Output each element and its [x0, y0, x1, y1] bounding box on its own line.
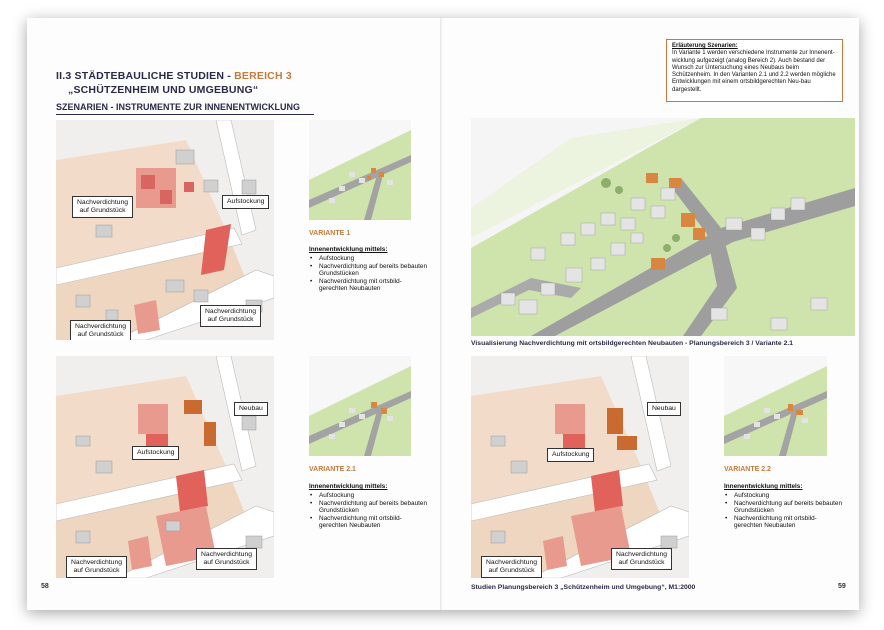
list-item: Nachverdichtung mit ortsbild-gerechten N…	[724, 515, 844, 530]
list-item: Nachverdichtung auf bereits bebauten Gru…	[724, 500, 844, 515]
visualisation-variante-2-1	[471, 118, 855, 336]
explanation-text: In Variante 1 werden verschiedene Instru…	[672, 50, 836, 93]
variante-1-label: VARIANTE 1	[309, 230, 351, 237]
callout-aufstockung: Aufstockung	[132, 446, 180, 460]
callout-nachverdichtung-1: Nachverdichtung auf Grundstück	[72, 196, 134, 218]
callout-nachverdichtung-2: Nachverdichtung auf Grundstück	[196, 548, 258, 570]
visualisation-caption: Visualisierung Nachverdichtung mit ortsb…	[471, 340, 794, 347]
list-item: Nachverdichtung mit ortsbild-gerechten N…	[309, 515, 429, 530]
page-number: 59	[838, 583, 846, 590]
callout-nachverdichtung-2: Nachverdichtung auf Grundstück	[611, 548, 673, 570]
list-item: Aufstockung	[724, 492, 844, 500]
callout-aufstockung: Aufstockung	[222, 195, 270, 209]
site-plan-variante-1: Nachverdichtung auf Grundstück Aufstocku…	[56, 120, 274, 340]
brochure-spread: II.3 STÄDTEBAULICHE STUDIEN - BEREICH 3 …	[27, 18, 859, 610]
variante-2-1-heading: Innenentwicklung mittels:	[309, 483, 388, 490]
callout-nachverdichtung-1: Nachverdichtung auf Grundstück	[481, 556, 543, 578]
variante-2-1-label: VARIANTE 2.1	[309, 466, 356, 473]
page-subtitle: „SCHÜTZENHEIM UND UMGEBUNG“	[68, 84, 259, 96]
plan-caption: Studien Planungsbereich 3 „Schützenheim …	[471, 584, 696, 591]
list-item: Aufstockung	[309, 492, 429, 500]
title-accent: BEREICH 3	[234, 70, 292, 82]
page-gutter	[440, 18, 446, 610]
list-item: Nachverdichtung auf bereits bebauten Gru…	[309, 263, 429, 278]
visualisation-thumbnail-variante-2-2	[724, 356, 827, 456]
site-plan-variante-2-2: Neubau Aufstockung Nachverdichtung auf G…	[471, 356, 689, 578]
callout-nachverdichtung-1: Nachverdichtung auf Grundstück	[66, 556, 128, 578]
site-plan-variante-2-1: Neubau Aufstockung Nachverdichtung auf G…	[56, 356, 274, 578]
section-heading: SZENARIEN - INSTRUMENTE ZUR INNENENTWICK…	[56, 102, 300, 112]
variante-1-heading: Innenentwicklung mittels:	[309, 246, 388, 253]
variante-2-2-list: Aufstockung Nachverdichtung auf bereits …	[724, 492, 844, 530]
list-item: Aufstockung	[309, 255, 429, 263]
callout-nachverdichtung-3: Nachverdichtung auf Grundstück	[70, 320, 132, 340]
callout-aufstockung: Aufstockung	[547, 448, 595, 462]
variante-2-1-list: Aufstockung Nachverdichtung auf bereits …	[309, 492, 429, 530]
list-item: Nachverdichtung mit ortsbild-gerechten N…	[309, 278, 429, 293]
page-number: 58	[41, 583, 49, 590]
callout-neubau: Neubau	[647, 402, 681, 416]
right-page: Erläuterung Szenarien: In Variante 1 wer…	[444, 18, 859, 610]
page-title: II.3 STÄDTEBAULICHE STUDIEN - BEREICH 3	[56, 70, 292, 82]
left-page: II.3 STÄDTEBAULICHE STUDIEN - BEREICH 3 …	[27, 18, 442, 610]
heading-rule	[56, 114, 314, 115]
visualisation-thumbnail-variante-2-1	[309, 356, 411, 456]
variante-2-2-heading: Innenentwicklung mittels:	[724, 483, 803, 490]
variante-2-2-label: VARIANTE 2.2	[724, 466, 771, 473]
callout-neubau: Neubau	[234, 402, 268, 416]
explanation-box: Erläuterung Szenarien: In Variante 1 wer…	[666, 39, 843, 102]
variante-1-list: Aufstockung Nachverdichtung auf bereits …	[309, 255, 429, 293]
callout-nachverdichtung-2: Nachverdichtung auf Grundstück	[200, 305, 262, 327]
explanation-title: Erläuterung Szenarien:	[672, 43, 738, 49]
visualisation-thumbnail-variante-1	[309, 120, 411, 220]
list-item: Nachverdichtung auf bereits bebauten Gru…	[309, 500, 429, 515]
